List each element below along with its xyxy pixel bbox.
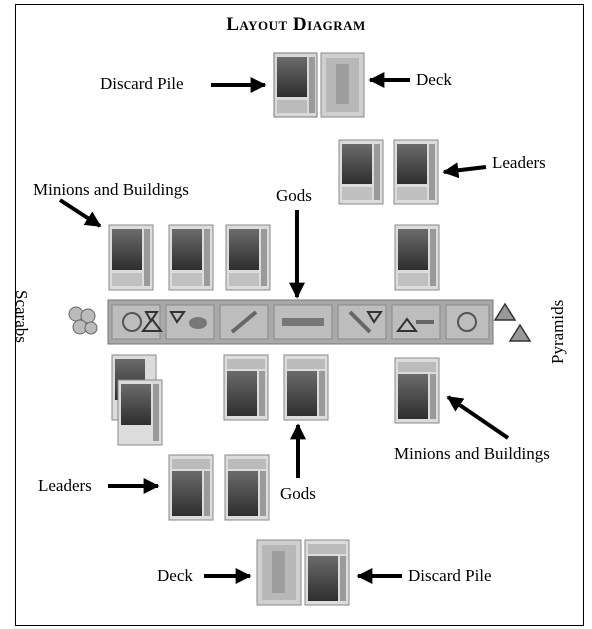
top-leader-card-1: [338, 139, 384, 205]
label-deck-top: Deck: [416, 70, 452, 89]
label-gods-top: Gods: [276, 186, 312, 205]
top-discard-pile-card: [273, 52, 318, 118]
bottom-leader-card-2: [224, 454, 270, 521]
scarab-tokens: [68, 306, 98, 335]
top-minion-card-2: [168, 224, 214, 291]
label-minions-buildings-bottom: Minions and Buildings: [394, 444, 550, 463]
arrow-minions-bottom: [446, 395, 510, 440]
top-minion-card-3: [225, 224, 271, 291]
bottom-minion-card: [223, 354, 269, 421]
bottom-god-card: [283, 354, 329, 421]
label-discard-pile-top: Discard Pile: [100, 74, 184, 93]
top-minion-card-4: [394, 224, 440, 291]
label-pyramids: Pyramids: [548, 299, 567, 364]
bottom-left-card-2: [117, 379, 163, 446]
pyramid-tokens: [493, 302, 532, 342]
bottom-leader-card-1: [168, 454, 214, 521]
bottom-right-minion-card: [394, 357, 440, 424]
label-scarabs: Scarabs: [12, 290, 31, 343]
top-deck-card: [320, 52, 365, 118]
arrow-minions-top: [58, 198, 102, 228]
top-leader-card-2: [393, 139, 439, 205]
label-discard-pile-bottom: Discard Pile: [408, 566, 492, 585]
label-gods-bottom: Gods: [280, 484, 316, 503]
label-minions-buildings-top: Minions and Buildings: [33, 180, 189, 199]
top-minion-card-1: [108, 224, 154, 291]
label-deck-bottom: Deck: [157, 566, 193, 585]
bottom-discard-pile-card: [304, 539, 350, 606]
pyramid-board-strip: [107, 299, 494, 345]
label-leaders-top: Leaders: [492, 153, 546, 172]
bottom-deck-card: [256, 539, 302, 606]
label-leaders-bottom: Leaders: [38, 476, 92, 495]
arrow-leaders-top: [442, 162, 487, 179]
diagram-title: Layout Diagram: [226, 14, 366, 35]
